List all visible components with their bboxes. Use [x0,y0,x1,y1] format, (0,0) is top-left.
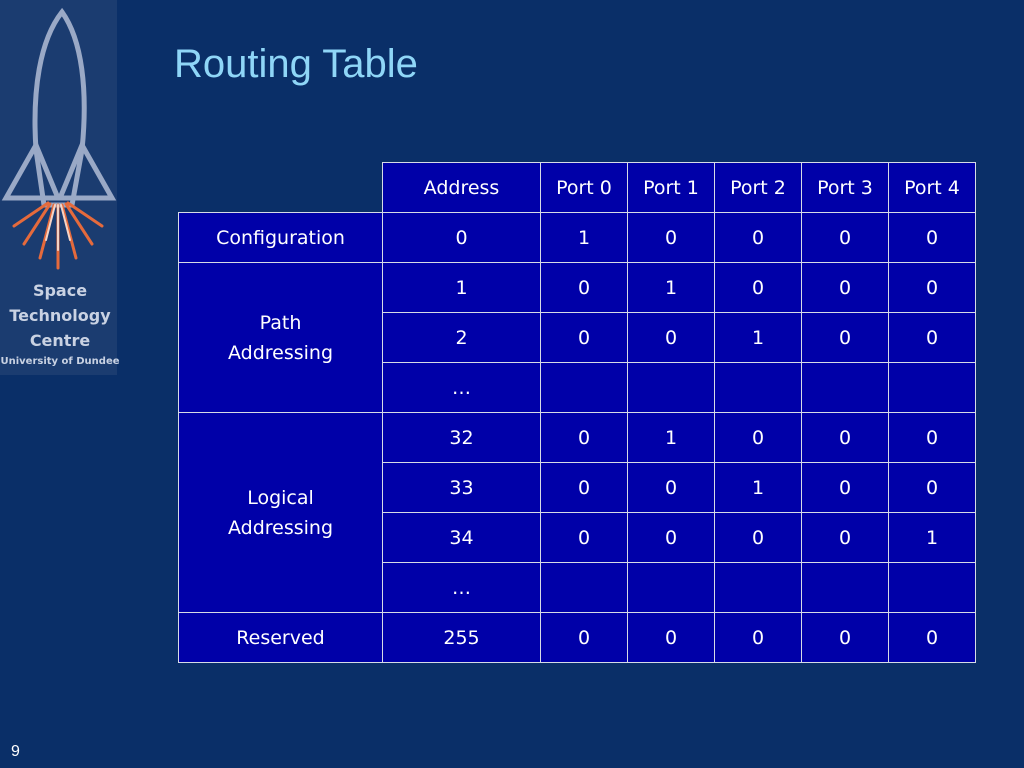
address-cell: … [382,362,541,413]
port-cell: 0 [627,462,715,513]
port-cell: 1 [888,512,976,563]
address-cell: 34 [382,512,541,563]
port-cell: 0 [627,612,715,663]
port-cell: 0 [540,312,628,363]
address-cell: 33 [382,462,541,513]
port-cell: 0 [540,412,628,463]
logo-text-university: University of Dundee [0,356,120,367]
port-cell [714,562,802,613]
port-cell: 0 [801,262,889,313]
table-row: … [179,562,976,613]
port-cell: 0 [627,312,715,363]
port-cell: 0 [714,212,802,263]
header-address: Address [382,162,541,213]
port-cell: 1 [627,412,715,463]
port-cell: 0 [801,512,889,563]
port-cell: 0 [888,612,976,663]
port-cell: 0 [714,412,802,463]
slide-title: Routing Table [174,42,418,86]
header-port-1: Port 1 [627,162,715,213]
table-row: … [179,362,976,413]
page-number: 9 [11,743,20,760]
port-cell [888,362,976,413]
port-cell [801,362,889,413]
logo-panel: Space Technology Centre University of Du… [0,0,120,375]
port-cell: 0 [540,512,628,563]
port-cell [627,362,715,413]
port-cell: 1 [714,312,802,363]
logo-text-centre: Centre [29,331,91,350]
port-cell: 0 [801,212,889,263]
logo-text-space: Space [32,281,88,300]
port-cell: 1 [627,262,715,313]
port-cell: 0 [801,462,889,513]
port-cell: 1 [714,462,802,513]
port-cell: 0 [801,412,889,463]
port-cell: 0 [627,512,715,563]
header-port-0: Port 0 [540,162,628,213]
port-cell: 0 [801,612,889,663]
group-label-text: Configuration [216,226,345,249]
address-cell: 0 [382,212,541,263]
address-cell: 255 [382,612,541,663]
port-cell: 0 [888,212,976,263]
port-cell: 1 [540,212,628,263]
logo-text-technology: Technology [9,306,111,325]
port-cell: 0 [714,512,802,563]
header-port-4: Port 4 [888,162,976,213]
port-cell [540,362,628,413]
port-cell [801,562,889,613]
address-cell: 2 [382,312,541,363]
port-cell: 0 [714,612,802,663]
port-cell: 0 [888,412,976,463]
port-cell [627,562,715,613]
port-cell: 0 [540,462,628,513]
port-cell: 0 [888,312,976,363]
group-label-text: Reserved [236,626,325,649]
address-cell: 32 [382,412,541,463]
port-cell [714,362,802,413]
port-cell [888,562,976,613]
port-cell: 0 [888,462,976,513]
rocket-logo-icon [1,7,117,270]
address-cell: 1 [382,262,541,313]
table-corner-cell [178,162,383,213]
table-header-row: Address Port 0 Port 1 Port 2 Port 3 Port… [178,162,976,213]
group-label-configuration: Configuration [178,212,383,263]
port-cell: 0 [714,262,802,313]
port-cell: 0 [540,612,628,663]
port-cell: 0 [540,262,628,313]
port-cell: 0 [801,312,889,363]
header-port-2: Port 2 [714,162,802,213]
group-label-reserved: Reserved [178,612,383,663]
address-cell: … [382,562,541,613]
port-cell: 0 [888,262,976,313]
port-cell [540,562,628,613]
header-port-3: Port 3 [801,162,889,213]
port-cell: 0 [627,212,715,263]
routing-table: Address Port 0 Port 1 Port 2 Port 3 Port… [178,162,976,663]
